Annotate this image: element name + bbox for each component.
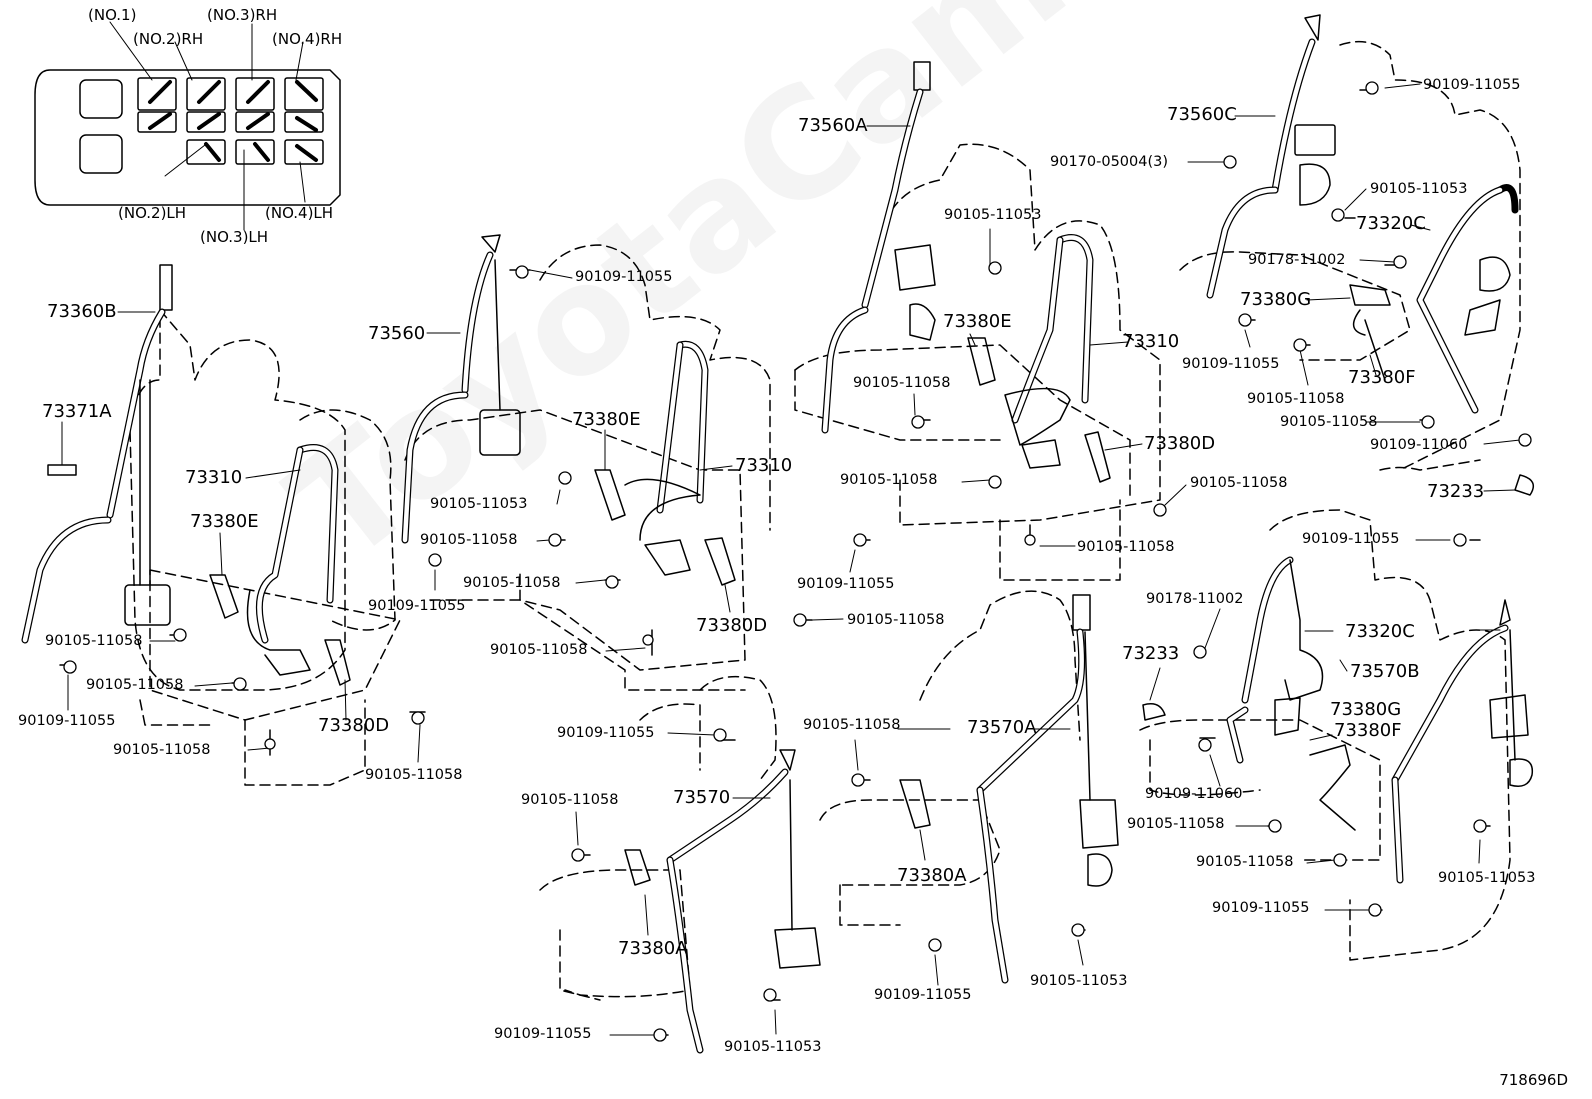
part-label-73560c: 73560C xyxy=(1167,104,1237,125)
bolt-label: 90105-11058 xyxy=(1127,816,1225,832)
illustration-id: 718696D xyxy=(1499,1071,1568,1089)
bolt-label: 90109-11055 xyxy=(1182,356,1280,372)
part-label-73310: 73310 xyxy=(735,455,793,476)
bolt-label: 90109-11055 xyxy=(575,269,673,285)
bolt-label: 90105-11053 xyxy=(1438,870,1536,886)
part-label-73380f: 73380F xyxy=(1348,367,1416,388)
part-label-73380f: 73380F xyxy=(1334,720,1402,741)
part-label-73233: 73233 xyxy=(1427,481,1485,502)
part-label-73233: 73233 xyxy=(1122,643,1180,664)
part-label-73380e: 73380E xyxy=(572,409,641,430)
part-label-73570: 73570 xyxy=(673,787,731,808)
part-label-73380a: 73380A xyxy=(618,938,688,959)
bolt-label: 90105-11053 xyxy=(1030,973,1128,989)
bolt-label: 90105-11058 xyxy=(840,472,938,488)
part-label-73310: 73310 xyxy=(185,467,243,488)
seat-group-2 xyxy=(401,234,813,691)
part-label-73380d: 73380D xyxy=(1144,433,1216,454)
seat-group-1 xyxy=(21,264,426,786)
bolt-label: 90105-11053 xyxy=(430,496,528,512)
part-label-73380a: 73380A xyxy=(897,865,967,886)
bolt-label: 90105-11058 xyxy=(45,633,143,649)
nut-label: 90170-05004(3) xyxy=(1050,154,1169,170)
bolt-label: 90109-11055 xyxy=(368,598,466,614)
bolt-label: 90105-11058 xyxy=(463,575,561,591)
part-label-73310: 73310 xyxy=(1122,331,1180,352)
bolt-label: 90109-11055 xyxy=(797,576,895,592)
bolt-label: 90105-11053 xyxy=(724,1039,822,1055)
bolt-label: 90109-11055 xyxy=(494,1026,592,1042)
label-no4-lh: (NO.4)LH xyxy=(265,204,334,222)
bolt-label: 90109-11055 xyxy=(1423,77,1521,93)
bolt-label: 90105-11058 xyxy=(113,742,211,758)
label-no2-lh: (NO.2)LH xyxy=(118,204,187,222)
part-label-73320c: 73320C xyxy=(1356,213,1426,234)
seat-group-7 xyxy=(1139,509,1534,961)
bolt-label: 90105-11058 xyxy=(1190,475,1288,491)
label-no4-rh: (NO.4)RH xyxy=(272,30,343,48)
label-no3-rh: (NO.3)RH xyxy=(207,6,278,24)
bolt-label: 90105-11058 xyxy=(1077,539,1175,555)
label-no3-lh: (NO.3)LH xyxy=(200,228,269,246)
bolt-label: 90105-11053 xyxy=(944,207,1042,223)
part-label-73380d: 73380D xyxy=(318,715,390,736)
bolt-label: 90105-11058 xyxy=(86,677,184,693)
nut-label: 90178-11002 xyxy=(1146,591,1244,607)
bolt-label: 90105-11058 xyxy=(365,767,463,783)
bolt-label: 90109-11055 xyxy=(1302,531,1400,547)
bolt-label: 90105-11058 xyxy=(1280,414,1378,430)
part-label-73380g: 73380G xyxy=(1330,699,1402,720)
part-label-73380e: 73380E xyxy=(190,511,259,532)
bolt-label: 90109-11055 xyxy=(18,713,116,729)
part-label-73570a: 73570A xyxy=(967,717,1037,738)
part-label-73360b: 73360B xyxy=(47,301,117,322)
bolt-label: 90105-11058 xyxy=(420,532,518,548)
nut-label: 90178-11002 xyxy=(1248,252,1346,268)
seat-group-6 xyxy=(819,590,1119,984)
bolt-label: 90109-11055 xyxy=(1212,900,1310,916)
bolt-label: 90105-11053 xyxy=(1370,181,1468,197)
part-label-73570b: 73570B xyxy=(1350,661,1420,682)
bolt-label: 90109-11055 xyxy=(557,725,655,741)
bolt-label: 90105-11058 xyxy=(521,792,619,808)
part-label-73380g: 73380G xyxy=(1240,289,1312,310)
seat-group-3 xyxy=(794,61,1166,581)
seat-locator-map xyxy=(34,21,341,231)
bolt-label: 90105-11058 xyxy=(853,375,951,391)
bolt-label: 90105-11058 xyxy=(803,717,901,733)
bolt-label: 90105-11058 xyxy=(1196,854,1294,870)
label-no1: (NO.1) xyxy=(88,6,137,24)
bolt-label: 90105-11058 xyxy=(490,642,588,658)
bolt-label: 90105-11058 xyxy=(1247,391,1345,407)
part-label-73380e: 73380E xyxy=(943,311,1012,332)
bolt-label: 90105-11058 xyxy=(847,612,945,628)
bolt-label: 90109-11060 xyxy=(1145,786,1243,802)
part-label-73560a: 73560A xyxy=(798,115,868,136)
part-label-73371a: 73371A xyxy=(42,401,112,422)
part-label-73380d: 73380D xyxy=(696,615,768,636)
bolt-label: 90109-11055 xyxy=(874,987,972,1003)
bolt-label: 90109-11060 xyxy=(1370,437,1468,453)
label-no2-rh: (NO.2)RH xyxy=(133,30,204,48)
seat-group-5 xyxy=(539,675,821,1054)
part-label-73320c: 73320C xyxy=(1345,621,1415,642)
part-label-73560: 73560 xyxy=(368,323,426,344)
